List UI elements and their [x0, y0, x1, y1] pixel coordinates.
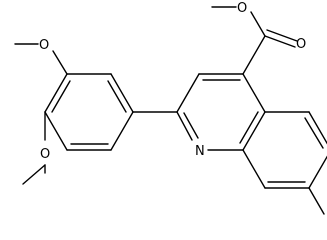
bond-c6-c7	[308, 155, 327, 189]
bond-ar3-ar4-double	[51, 80, 71, 113]
bond-c7-methyl	[308, 187, 325, 215]
para-methoxy-oxygen-label: O	[39, 38, 49, 53]
ring-nitrogen-label: N	[195, 144, 205, 159]
bond-carbonyl-o-double-b	[266, 29, 298, 42]
bond-c8-c8a	[242, 149, 266, 189]
bond-methyl-meta	[22, 164, 46, 185]
bond-ar6-ar1	[110, 111, 134, 151]
bond-c2-c3	[176, 73, 200, 113]
bond-lines	[14, 6, 327, 215]
meta-methoxy-oxygen-label: O	[40, 147, 50, 162]
bond-c5-c6-double	[304, 117, 324, 149]
carbonyl-oxygen-label: O	[296, 37, 306, 52]
chemical-structure-drawing: N O O O O	[14, 1, 327, 215]
bond-c4-carbonyl	[242, 35, 266, 75]
bond-c5-c6	[308, 111, 327, 145]
atom-labels: N O O O O	[39, 1, 306, 162]
bond-carbonyl-ether-o	[250, 11, 266, 37]
bond-ar3-ar4	[44, 73, 68, 113]
bond-carbonyl-o-double-a	[264, 35, 296, 48]
bond-ar3-o-para	[52, 50, 68, 75]
bond-c4a-c8a	[242, 111, 266, 151]
bond-c4a-c8a-double	[239, 111, 259, 144]
bond-c4-c4a	[242, 73, 266, 113]
ester-oxygen-label: O	[237, 1, 247, 16]
bond-ar4-ar5	[44, 111, 68, 151]
bond-n1-c2	[176, 111, 193, 141]
bond-ar1-ar2	[110, 73, 134, 113]
structure-canvas: N O O O O	[14, 1, 327, 215]
bond-n1-c2-double	[183, 112, 199, 139]
bond-ar1-ar2-double	[107, 80, 127, 113]
